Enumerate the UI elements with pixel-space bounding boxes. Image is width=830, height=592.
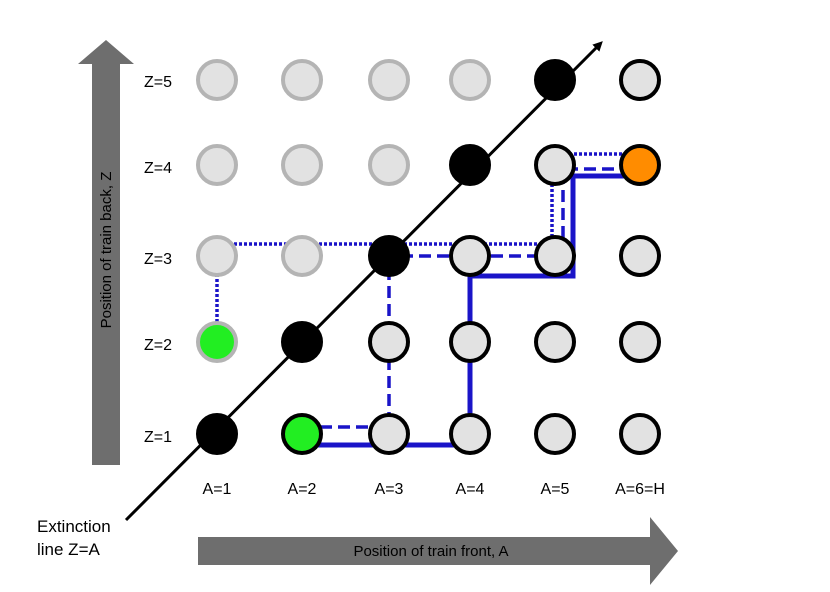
node-inactive-a4-z5 [449, 59, 491, 101]
col-label-a6: A=6=H [615, 481, 665, 498]
col-label-a2: A=2 [288, 481, 317, 498]
path-solid [302, 173, 640, 448]
row-label-z2: Z=2 [144, 337, 172, 354]
node-state-a5-z1 [534, 413, 576, 455]
node-state-a3-z2 [368, 321, 410, 363]
node-extinction-a5-z5 [534, 59, 576, 101]
vertical-axis-arrow [78, 40, 134, 465]
node-state-a6-z3 [619, 235, 661, 277]
node-state-a4-z1 [449, 413, 491, 455]
col-label-a4: A=4 [456, 481, 485, 498]
path-layer [215, 152, 640, 448]
node-inactive-a2-z4 [281, 144, 323, 186]
node-extinction-a3-z3 [368, 235, 410, 277]
node-inactive-a2-z3 [281, 235, 323, 277]
node-extinction-a4-z4 [449, 144, 491, 186]
node-state-a6-z2 [619, 321, 661, 363]
row-label-z3: Z=3 [144, 251, 172, 268]
col-label-a1: A=1 [203, 481, 232, 498]
node-inactive-a1-z4 [196, 144, 238, 186]
node-inactive-a3-z5 [368, 59, 410, 101]
col-label-a3: A=3 [375, 481, 404, 498]
node-start-a1-z2 [196, 321, 238, 363]
row-label-z4: Z=4 [144, 160, 172, 177]
horizontal-axis-label: Position of train front, A [353, 543, 508, 560]
node-state-a4-z2 [449, 321, 491, 363]
node-end-a6-z4 [619, 144, 661, 186]
horizontal-axis-arrow [198, 517, 678, 585]
node-state-a3-z1 [368, 413, 410, 455]
path-dotted [215, 152, 640, 342]
col-label-a5: A=5 [541, 481, 570, 498]
node-layer [196, 59, 661, 455]
node-state-a6-z5 [619, 59, 661, 101]
extinction-line [124, 41, 603, 522]
node-state-a5-z2 [534, 321, 576, 363]
extinction-label-line1: Extinction [37, 517, 111, 536]
node-state-a6-z1 [619, 413, 661, 455]
node-state-a5-z3 [534, 235, 576, 277]
node-inactive-a1-z3 [196, 235, 238, 277]
node-state-a4-z3 [449, 235, 491, 277]
vertical-axis-label: Position of train back, Z [98, 172, 115, 329]
node-extinction-a1-z1 [196, 413, 238, 455]
node-state-a5-z4 [534, 144, 576, 186]
node-inactive-a3-z4 [368, 144, 410, 186]
node-extinction-a2-z2 [281, 321, 323, 363]
node-inactive-a2-z5 [281, 59, 323, 101]
node-start-a2-z1 [281, 413, 323, 455]
row-label-z5: Z=5 [144, 74, 172, 91]
node-inactive-a1-z5 [196, 59, 238, 101]
row-label-z1: Z=1 [144, 429, 172, 446]
extinction-label-line2: line Z=A [37, 540, 100, 559]
